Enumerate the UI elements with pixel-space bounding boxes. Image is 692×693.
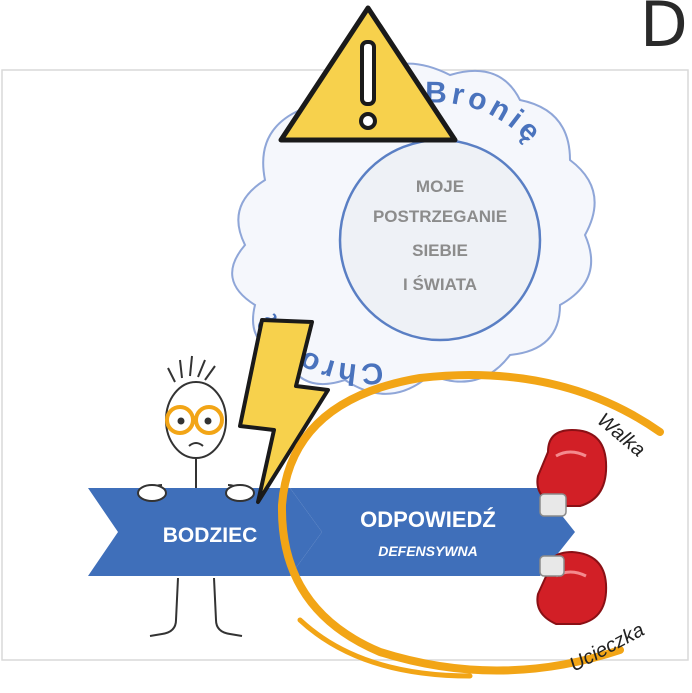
response-label: ODPOWIEDŹ	[360, 507, 496, 532]
lightning-bolt-icon	[238, 318, 330, 504]
boxing-glove-icon	[536, 428, 608, 517]
orange-highlight-ellipse	[277, 371, 664, 679]
self-perception-circle	[338, 138, 542, 342]
boxing-glove-icon	[536, 550, 608, 625]
stimulus-arrow: BODZIEC	[88, 488, 322, 576]
circle-line-4: I ŚWIATA	[403, 275, 477, 294]
circle-line-2: POSTRZEGANIE	[373, 207, 507, 226]
circle-line-1: MOJE	[416, 177, 464, 196]
figure-hands	[137, 484, 255, 502]
response-sublabel: DEFENSYWNA	[378, 543, 478, 559]
heading-fragment: D	[640, 0, 688, 61]
stimulus-label: BODZIEC	[163, 524, 258, 547]
response-arrow: ODPOWIEDŹ DEFENSYWNA	[290, 488, 575, 576]
warning-triangle-icon	[278, 5, 458, 143]
circle-line-3: SIEBIE	[412, 241, 468, 260]
